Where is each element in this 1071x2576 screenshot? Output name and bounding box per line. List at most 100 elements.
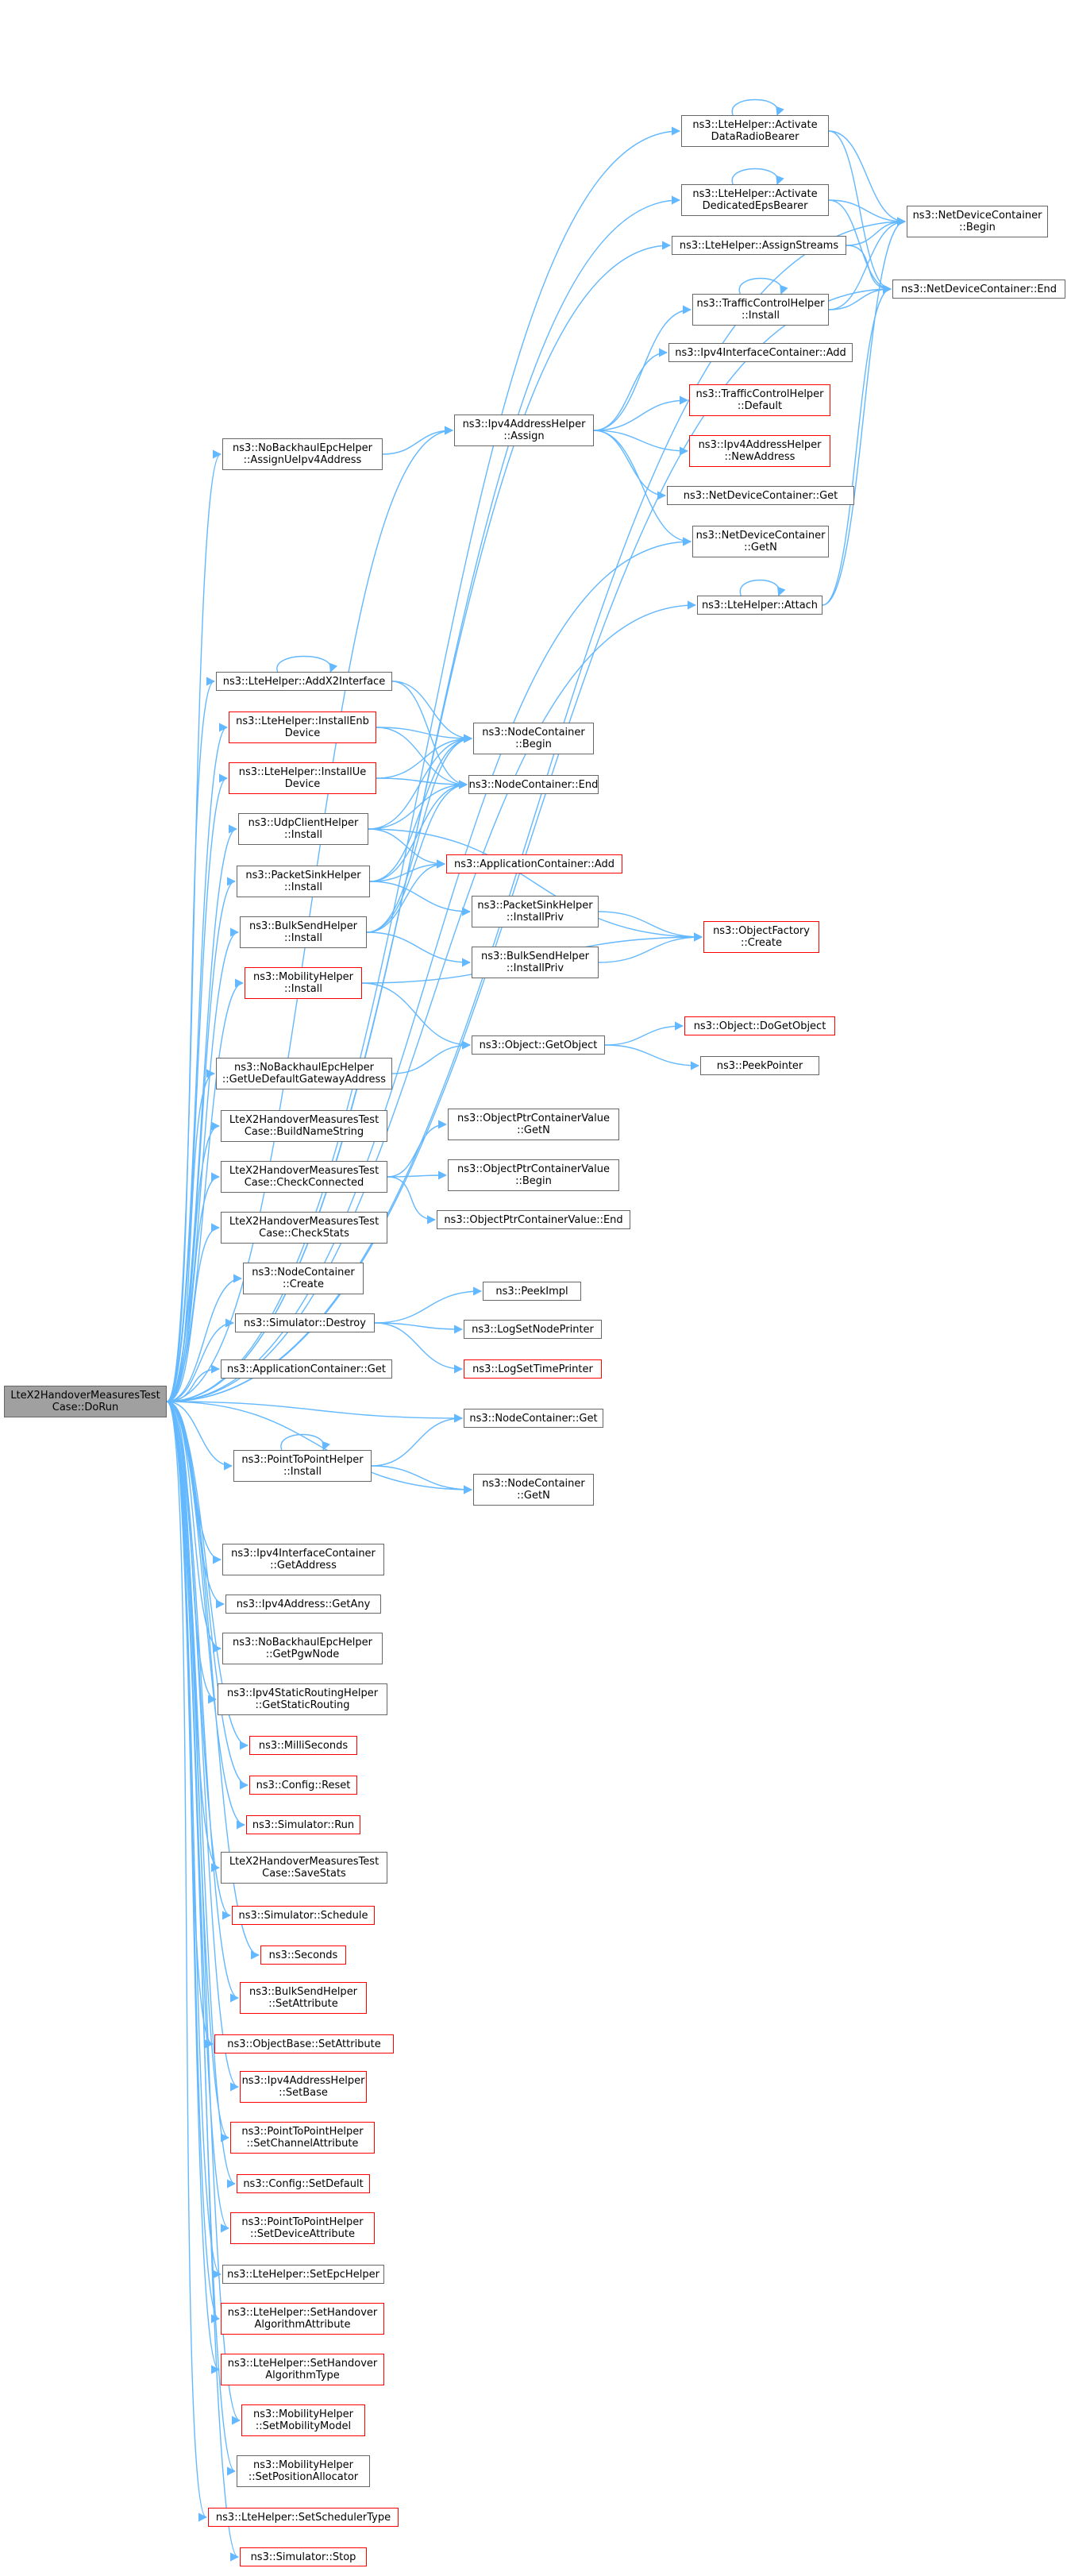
edge-mob-install-to-obj-getobject [361, 982, 472, 1050]
edge-ipv4ah-assign-to-ndc-getn [593, 430, 692, 546]
graph-node-ipv4ic-getaddr[interactable]: ns3::Ipv4InterfaceContainer::GetAddress [222, 1544, 384, 1575]
edge-lte-addx2-to-lte-addx2 [276, 655, 338, 673]
edge-t-checkconn-to-opcv-begin [387, 1170, 448, 1180]
graph-node-ipv4ah-newaddr[interactable]: ns3::Ipv4AddressHelper::NewAddress [689, 435, 830, 467]
graph-node-nc-get[interactable]: ns3::NodeContainer::Get [464, 1409, 603, 1428]
graph-node-opcv-getn[interactable]: ns3::ObjectPtrContainerValue::GetN [448, 1109, 619, 1140]
graph-node-opcv-end[interactable]: ns3::ObjectPtrContainerValue::End [437, 1210, 630, 1229]
edge-ipv4ah-assign-to-ipv4ah-newaddr [593, 430, 689, 456]
graph-node-config-reset[interactable]: ns3::Config::Reset [249, 1776, 357, 1795]
graph-node-lte-addx2[interactable]: ns3::LteHelper::AddX2Interface [216, 672, 392, 691]
graph-node-psh-install[interactable]: ns3::PacketSinkHelper::Install [237, 866, 370, 897]
graph-node-mob-setmodel[interactable]: ns3::MobilityHelper::SetMobilityModel [241, 2404, 365, 2436]
graph-node-psh-installpriv[interactable]: ns3::PacketSinkHelper::InstallPriv [472, 896, 599, 927]
graph-node-sim-stop[interactable]: ns3::Simulator::Stop [240, 2547, 367, 2566]
edge-p2p-install-to-nc-get [371, 1413, 464, 1467]
graph-node-label-line: ::SetAttribute [268, 1998, 338, 2010]
graph-node-nc-begin[interactable]: ns3::NodeContainer::Begin [473, 723, 594, 754]
graph-node-assign-streams[interactable]: ns3::LteHelper::AssignStreams [672, 236, 846, 255]
edge-activate-eps-to-ndc-end [828, 199, 892, 294]
graph-node-sim-destroy[interactable]: ns3::Simulator::Destroy [235, 1313, 375, 1332]
graph-node-ipv4a-getany[interactable]: ns3::Ipv4Address::GetAny [225, 1595, 381, 1614]
graph-node-label-line: ::Create [283, 1278, 324, 1290]
graph-node-label-line: ns3::NodeContainer::Get [469, 1412, 598, 1425]
graph-node-config-setdefault[interactable]: ns3::Config::SetDefault [237, 2174, 370, 2193]
graph-node-ipv4srh-get[interactable]: ns3::Ipv4StaticRoutingHelper::GetStaticR… [218, 1683, 387, 1715]
graph-node-label-line: LteX2HandoverMeasuresTest [10, 1390, 160, 1402]
graph-node-ipv4ah-assign[interactable]: ns3::Ipv4AddressHelper::Assign [454, 415, 594, 446]
graph-node-label-line: AlgorithmAttribute [254, 2319, 351, 2331]
graph-node-tch-default[interactable]: ns3::TrafficControlHelper::Default [689, 384, 830, 416]
graph-node-bsh-install[interactable]: ns3::BulkSendHelper::Install [240, 916, 367, 948]
graph-node-p2p-install[interactable]: ns3::PointToPointHelper::Install [233, 1450, 372, 1482]
edge-root-to-t-checkstats [166, 1223, 221, 1402]
graph-node-bsh-installpriv[interactable]: ns3::BulkSendHelper::InstallPriv [472, 947, 599, 978]
graph-node-nc-getn[interactable]: ns3::NodeContainer::GetN [473, 1474, 594, 1506]
graph-node-of-create[interactable]: ns3::ObjectFactory::Create [703, 921, 819, 953]
graph-node-lte-setsched[interactable]: ns3::LteHelper::SetSchedulerType [208, 2508, 399, 2527]
graph-node-mob-setpos[interactable]: ns3::MobilityHelper::SetPositionAllocato… [237, 2455, 370, 2487]
graph-node-peekimpl[interactable]: ns3::PeekImpl [483, 1282, 581, 1301]
graph-node-seconds[interactable]: ns3::Seconds [260, 1945, 346, 1965]
graph-node-lte-setepc[interactable]: ns3::LteHelper::SetEpcHelper [222, 2265, 384, 2284]
graph-node-p2p-setdev[interactable]: ns3::PointToPointHelper::SetDeviceAttrib… [230, 2212, 375, 2244]
edge-p2p-install-to-p2p-install [280, 1433, 330, 1452]
graph-node-ipv4ah-setbase[interactable]: ns3::Ipv4AddressHelper::SetBase [240, 2071, 367, 2103]
edge-root-to-ac-get [166, 1364, 221, 1402]
edge-root-to-config-reset [166, 1401, 249, 1790]
graph-node-label-line: ::Create [741, 937, 782, 949]
graph-node-ndc-begin[interactable]: ns3::NetDeviceContainer::Begin [907, 206, 1048, 237]
edge-activate-eps-to-ndc-begin [828, 199, 907, 226]
edge-lte-attach-to-lte-attach [739, 579, 786, 597]
graph-node-label-line: ns3::LteHelper::AssignStreams [679, 239, 839, 252]
graph-node-lte-attach[interactable]: ns3::LteHelper::Attach [697, 596, 823, 615]
graph-node-nbeh-assign[interactable]: ns3::NoBackhaulEpcHelper::AssignUeIpv4Ad… [222, 438, 383, 470]
graph-node-logsettime[interactable]: ns3::LogSetTimePrinter [464, 1359, 602, 1379]
graph-node-bsh-setattr[interactable]: ns3::BulkSendHelper::SetAttribute [240, 1982, 367, 2014]
graph-node-p2p-setchan[interactable]: ns3::PointToPointHelper::SetChannelAttri… [230, 2122, 375, 2154]
graph-node-label-line: ns3::Ipv4AddressHelper [462, 418, 586, 430]
graph-node-ndc-get[interactable]: ns3::NetDeviceContainer::Get [667, 486, 854, 505]
graph-node-tch-install[interactable]: ns3::TrafficControlHelper::Install [692, 294, 829, 326]
graph-node-ndc-end[interactable]: ns3::NetDeviceContainer::End [892, 280, 1065, 299]
graph-node-obj-getobject[interactable]: ns3::Object::GetObject [472, 1035, 605, 1055]
edge-nbeh-getue-to-obj-getobject [391, 1040, 472, 1074]
graph-node-label-line: ns3::LteHelper::Attach [701, 599, 819, 611]
graph-node-nbeh-getue[interactable]: ns3::NoBackhaulEpcHelper::GetUeDefaultGa… [216, 1058, 392, 1089]
graph-node-logsetnode[interactable]: ns3::LogSetNodePrinter [464, 1320, 602, 1339]
graph-node-ob-setattr[interactable]: ns3::ObjectBase::SetAttribute [214, 2034, 394, 2053]
graph-node-sim-schedule[interactable]: ns3::Simulator::Schedule [232, 1906, 375, 1925]
graph-node-sim-run[interactable]: ns3::Simulator::Run [246, 1815, 360, 1834]
graph-node-ac-add[interactable]: ns3::ApplicationContainer::Add [446, 854, 622, 873]
graph-node-nc-end[interactable]: ns3::NodeContainer::End [468, 775, 599, 794]
graph-node-nc-create[interactable]: ns3::NodeContainer::Create [243, 1263, 364, 1294]
graph-node-ndc-getn[interactable]: ns3::NetDeviceContainer::GetN [692, 526, 829, 557]
graph-node-milliseconds[interactable]: ns3::MilliSeconds [249, 1736, 357, 1755]
graph-node-opcv-begin[interactable]: ns3::ObjectPtrContainerValue::Begin [448, 1159, 619, 1191]
graph-node-udp-install[interactable]: ns3::UdpClientHelper::Install [238, 813, 368, 845]
edge-root-to-t-buildname [166, 1121, 221, 1402]
edge-obj-getobject-to-obj-dogetobject [604, 1021, 684, 1046]
graph-node-label-line: ns3::ObjectBase::SetAttribute [227, 2038, 381, 2050]
graph-node-peekpointer[interactable]: ns3::PeekPointer [700, 1056, 819, 1075]
edge-psh-install-to-nc-end [369, 780, 468, 882]
graph-node-nbeh-getpgw[interactable]: ns3::NoBackhaulEpcHelper::GetPgwNode [222, 1633, 383, 1664]
graph-node-label-line: Case::SaveStats [262, 1868, 346, 1880]
graph-node-ac-get[interactable]: ns3::ApplicationContainer::Get [221, 1359, 392, 1379]
graph-node-label-line: ns3::NetDeviceContainer::End [900, 283, 1058, 295]
graph-node-ipv4ic-add[interactable]: ns3::Ipv4InterfaceContainer::Add [668, 343, 853, 362]
graph-node-label-line: Device [284, 727, 321, 739]
graph-node-obj-dogetobject[interactable]: ns3::Object::DoGetObject [684, 1016, 835, 1035]
graph-node-mob-install[interactable]: ns3::MobilityHelper::Install [245, 967, 362, 999]
